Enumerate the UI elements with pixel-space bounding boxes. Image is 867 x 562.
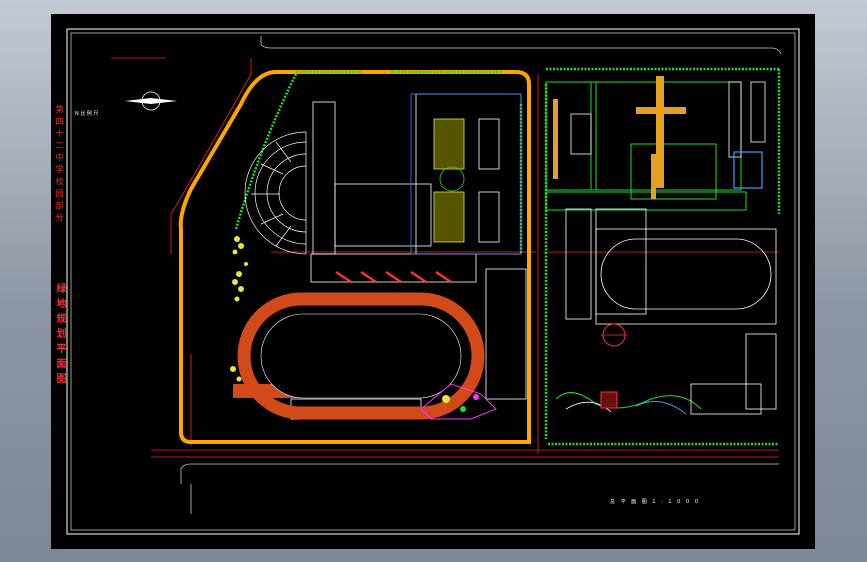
library-blue-outline (410, 93, 522, 255)
south-garden (555, 333, 777, 415)
right-buildings (565, 81, 766, 320)
running-track (233, 292, 485, 420)
campus-boundary (178, 70, 531, 444)
right-paths (553, 76, 686, 199)
inner-frame (70, 32, 796, 531)
road-edges (180, 36, 782, 514)
hedges (234, 67, 781, 446)
cyan-building (733, 151, 763, 189)
flower-garden (420, 383, 497, 420)
yellow-shrubs (230, 236, 248, 382)
sports-field (595, 228, 777, 347)
amphitheatre (244, 131, 307, 255)
right-greenbelt (545, 81, 747, 211)
outer-frame (66, 28, 800, 535)
road-lines (111, 57, 779, 458)
north-arrow-icon (125, 91, 177, 111)
north-label: N 比 例 尺 (75, 111, 99, 117)
drawing-title-large: 绿地规划平面图 (54, 283, 65, 388)
scale-label: 总 平 面 图 1 : 1 0 0 0 (610, 499, 700, 505)
courtyard-grid (433, 118, 500, 243)
site-plan (66, 28, 800, 535)
drawing-title-small: 第四十二中学校园部分 (55, 105, 64, 225)
drawing-sheet (51, 14, 815, 549)
parking-hatch (335, 270, 452, 284)
